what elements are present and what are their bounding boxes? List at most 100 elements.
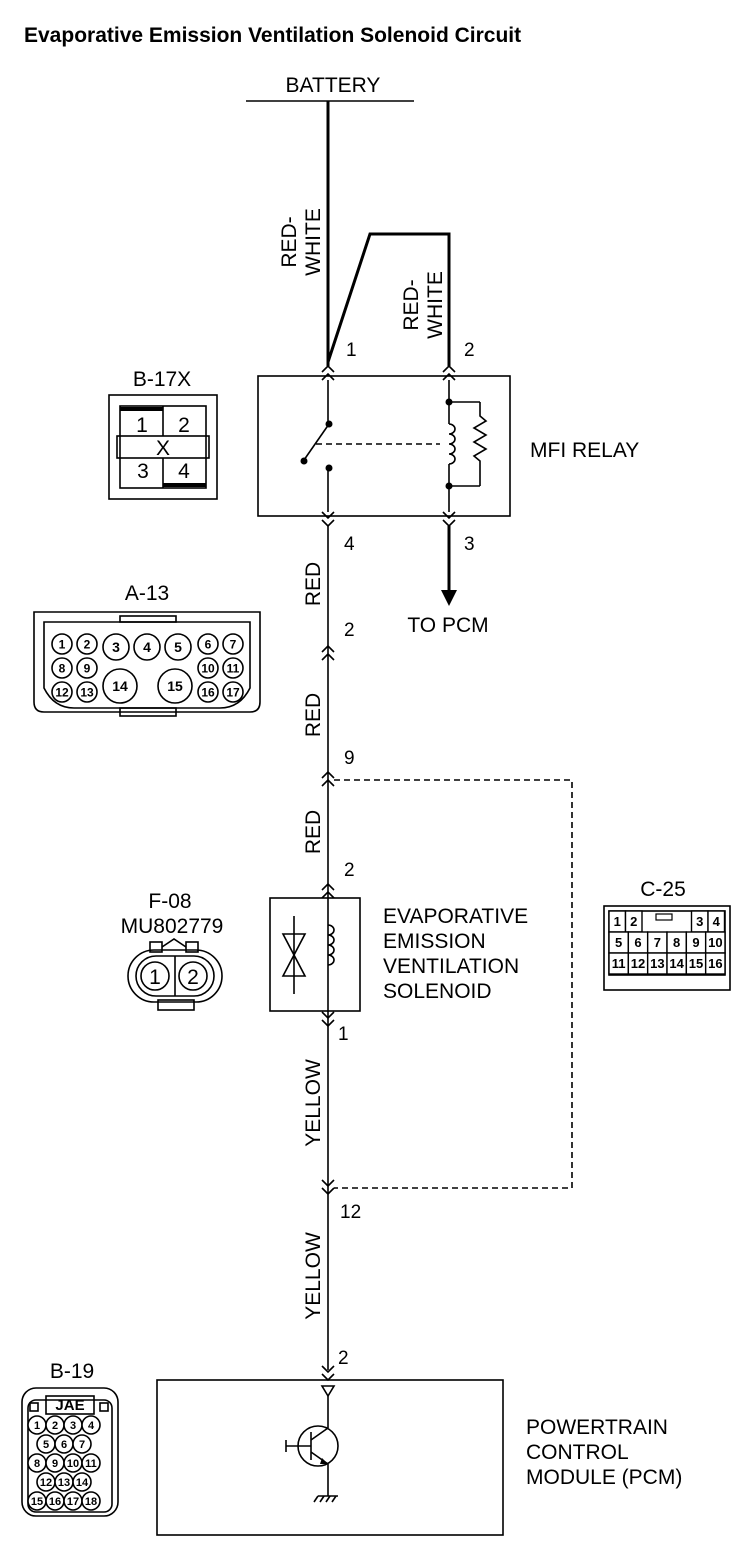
a13-pin-4: 4	[133, 633, 161, 661]
wire-color-yellow-2: YELLOW	[302, 1232, 325, 1320]
c25-pin-5: 5	[608, 931, 630, 954]
pcm-label-2: CONTROL	[526, 1441, 629, 1464]
svg-text:12: 12	[40, 1477, 52, 1489]
f08-pin-2: 2	[187, 966, 199, 989]
svg-text:15: 15	[689, 956, 703, 971]
b17x-pin-3: 3	[137, 460, 149, 483]
svg-text:16: 16	[708, 956, 722, 971]
a13-pin-3: 3	[102, 633, 130, 661]
c25-pin-9: 9	[685, 931, 707, 954]
svg-text:13: 13	[80, 685, 94, 699]
svg-text:8: 8	[34, 1458, 40, 1470]
wire-color-red-1: RED	[302, 562, 325, 606]
svg-text:13: 13	[650, 956, 664, 971]
solenoid-pin-1: 1	[338, 1024, 349, 1045]
svg-text:6: 6	[205, 637, 212, 651]
wire-color-yellow-1: YELLOW	[302, 1059, 325, 1147]
wire-color-red-white-1: RED- WHITE	[278, 208, 325, 276]
relay-switch	[300, 380, 440, 512]
b19-pin-15: 15	[27, 1491, 47, 1511]
b19-pin-4: 4	[81, 1415, 101, 1435]
svg-text:RED-: RED-	[400, 279, 423, 330]
svg-text:3: 3	[70, 1420, 76, 1432]
svg-text:2: 2	[84, 637, 91, 651]
b17x-mark: X	[156, 437, 170, 460]
relay-pin-3: 3	[464, 534, 475, 555]
svg-text:14: 14	[76, 1477, 89, 1489]
relay-pin-4: 4	[344, 534, 355, 555]
svg-text:RED-: RED-	[278, 216, 301, 267]
a13-pin-10: 10	[197, 657, 219, 679]
a13-pin-15: 15	[157, 668, 193, 704]
svg-text:12: 12	[55, 685, 69, 699]
svg-text:7: 7	[230, 637, 237, 651]
svg-text:15: 15	[31, 1496, 43, 1508]
b19-pin-17: 17	[63, 1491, 83, 1511]
f08-part-number: MU802779	[121, 915, 224, 938]
a13-pin-9: 9	[76, 657, 98, 679]
c25-pin-4: 4	[707, 910, 726, 933]
svg-text:3: 3	[112, 639, 120, 655]
svg-text:16: 16	[49, 1496, 61, 1508]
b19-pin-1: 1	[27, 1415, 47, 1435]
svg-text:5: 5	[615, 935, 622, 950]
f08-connector: 1 2	[127, 938, 223, 1011]
svg-text:9: 9	[692, 935, 699, 950]
svg-text:10: 10	[201, 661, 215, 675]
c25-pin-12: 12	[627, 952, 649, 975]
c25-pin-8: 8	[666, 931, 688, 954]
svg-text:5: 5	[43, 1439, 49, 1451]
svg-text:9: 9	[84, 661, 91, 675]
mfi-relay-label: MFI RELAY	[530, 439, 639, 462]
c25-pin-15: 15	[685, 952, 707, 975]
f08-name: F-08	[148, 890, 191, 913]
a13-pin-2: 2	[344, 620, 355, 641]
svg-text:4: 4	[88, 1420, 95, 1432]
svg-text:WHITE: WHITE	[302, 208, 325, 276]
solenoid-pin-2: 2	[344, 860, 355, 881]
svg-text:5: 5	[174, 639, 182, 655]
relay-coil	[445, 380, 488, 512]
c25-pin-10: 10	[704, 931, 726, 954]
diagram-title: Evaporative Emission Ventilation Solenoi…	[24, 24, 521, 47]
b17x-pin-1: 1	[136, 414, 148, 437]
b19-mark: JAE	[55, 1397, 84, 1414]
b19-pin-13: 13	[54, 1472, 74, 1492]
svg-text:8: 8	[59, 661, 66, 675]
wire-battery-relay-2	[326, 232, 451, 366]
c25-pin-16: 16	[704, 952, 726, 975]
b19-pin-8: 8	[27, 1453, 47, 1473]
a13-pin-13: 13	[76, 681, 98, 703]
svg-text:17: 17	[226, 685, 240, 699]
svg-text:11: 11	[227, 661, 240, 675]
a13-pin-16: 16	[197, 681, 219, 703]
svg-text:12: 12	[631, 956, 645, 971]
b19-pin-10: 10	[63, 1453, 83, 1473]
b19-pin-16: 16	[45, 1491, 65, 1511]
b19-pin-9: 9	[45, 1453, 65, 1473]
svg-text:18: 18	[85, 1496, 97, 1508]
to-pcm-label: TO PCM	[407, 614, 488, 637]
b17x-connector: 1 2 X 3 4	[108, 394, 218, 500]
a13-pin-1: 1	[51, 633, 73, 655]
c25-pin-7: 7	[646, 931, 668, 954]
a13-pin-8: 8	[51, 657, 73, 679]
svg-text:6: 6	[61, 1439, 67, 1451]
svg-text:3: 3	[696, 914, 703, 929]
svg-text:4: 4	[143, 639, 151, 655]
pcm-label-1: POWERTRAIN	[526, 1416, 668, 1439]
b19-pin-2: 2	[45, 1415, 65, 1435]
c25-pin-3: 3	[690, 910, 709, 933]
b17x-pin-4: 4	[178, 460, 190, 483]
c25-pin-2: 2	[624, 910, 643, 933]
solenoid-symbol	[281, 916, 335, 994]
c25-pin-11: 11	[608, 952, 630, 975]
c25-pin-6: 6	[627, 931, 649, 954]
svg-text:1: 1	[34, 1420, 40, 1432]
pcm-label-3: MODULE (PCM)	[526, 1466, 682, 1489]
a13-pin-17: 17	[222, 681, 244, 703]
wire-color-red-white-2: RED- WHITE	[400, 271, 447, 339]
